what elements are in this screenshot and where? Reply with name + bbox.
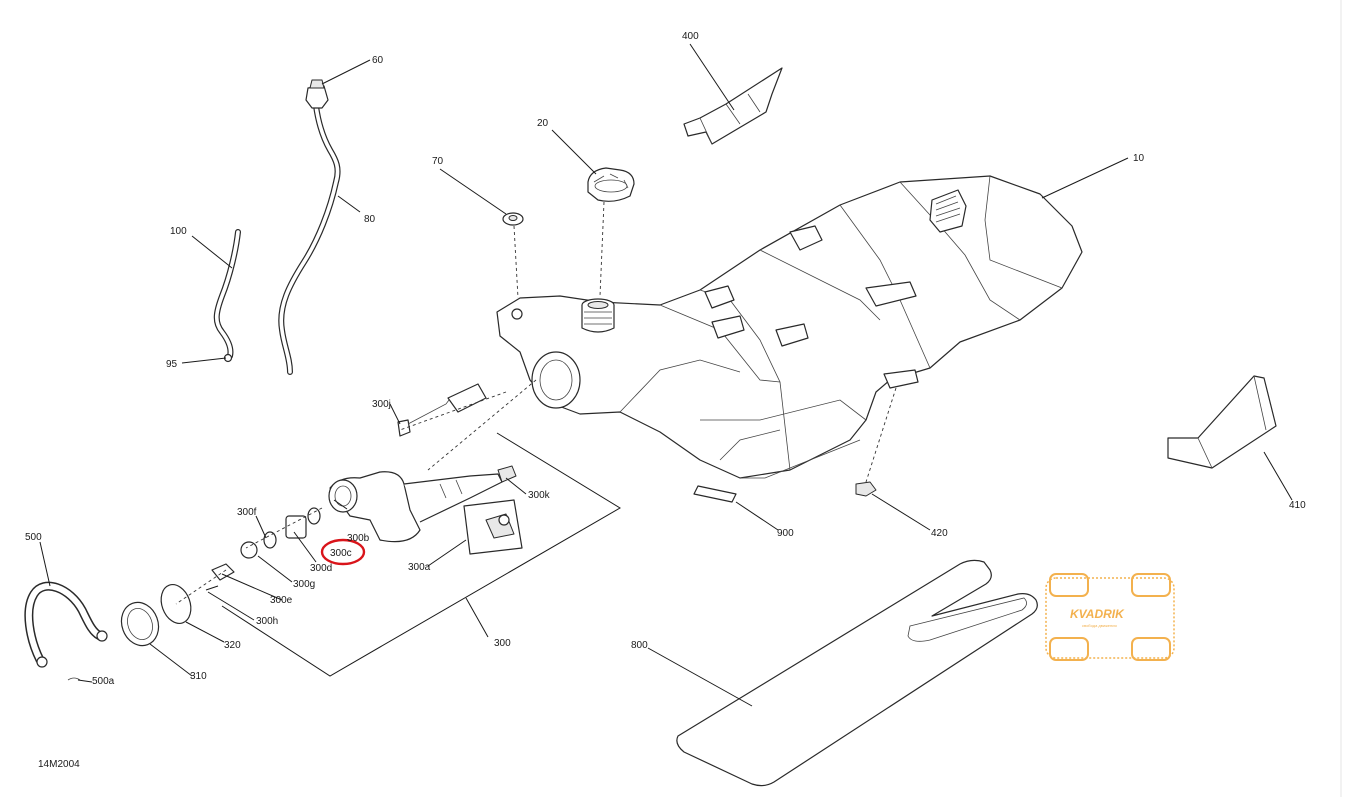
callout-300c: 300c [330, 548, 352, 559]
callout-300j: 300j [372, 399, 391, 410]
pad-900-drawing [693, 485, 737, 503]
shield-410-drawing [1167, 375, 1277, 469]
pad-800-drawing [676, 559, 1038, 787]
callout-500: 500 [25, 532, 42, 543]
fuel-pump-assembly-drawing [205, 383, 523, 591]
hose-100-drawing [213, 229, 241, 363]
callout-300h: 300h [256, 616, 278, 627]
dash-gasket [175, 569, 227, 605]
callout-300a: 300a [408, 562, 431, 573]
callout-95: 95 [166, 359, 178, 370]
callout-300: 300 [494, 638, 511, 649]
callout-300f: 300f [237, 507, 257, 518]
callout-310: 310 [190, 671, 207, 682]
callout-300k: 300k [528, 490, 551, 501]
watermark-brand: KVADRIK [1070, 607, 1125, 621]
nut-420-drawing [855, 481, 877, 497]
callout-60: 60 [372, 55, 384, 66]
callout-20: 20 [537, 118, 549, 129]
hose-500-drawing [24, 581, 108, 681]
callout-300d: 300d [310, 563, 332, 574]
dash-300j [399, 391, 507, 431]
dash-420 [865, 387, 897, 483]
fuel-cap-drawing [587, 167, 635, 202]
watermark-logo: KVADRIK свобода движения [1045, 573, 1175, 661]
callout-300g: 300g [293, 579, 315, 590]
leader-lines [39, 43, 1293, 707]
lock-ring-drawing [120, 601, 160, 647]
callout-900: 900 [777, 528, 794, 539]
dash-20 [599, 201, 605, 297]
diagram-code: 14M2004 [38, 759, 80, 770]
bracket-300 [221, 432, 621, 677]
callout-320: 320 [224, 640, 241, 651]
highlight-circle-300c [320, 538, 366, 566]
vent-hose-drawing [278, 79, 341, 375]
watermark-tagline: свобода движения [1082, 623, 1117, 628]
callout-10: 10 [1133, 153, 1145, 164]
callout-70: 70 [432, 156, 444, 167]
dash-70 [513, 225, 519, 299]
callout-300e: 300e [270, 595, 293, 606]
callout-500a: 500a [92, 676, 115, 687]
dash-pump-axis [245, 507, 323, 549]
callout-800: 800 [631, 640, 648, 651]
shield-400-drawing [683, 67, 783, 145]
callout-410: 410 [1289, 500, 1306, 511]
fuel-tank-drawing [496, 175, 1083, 479]
grommet-drawing [502, 212, 524, 226]
callout-400: 400 [682, 31, 699, 42]
callout-420: 420 [931, 528, 948, 539]
callout-100: 100 [170, 226, 187, 237]
callout-300b: 300b [347, 533, 370, 544]
callout-80: 80 [364, 214, 376, 225]
callout-labels: 60 80 100 95 70 20 400 10 300j 300k 300b… [25, 31, 1306, 770]
